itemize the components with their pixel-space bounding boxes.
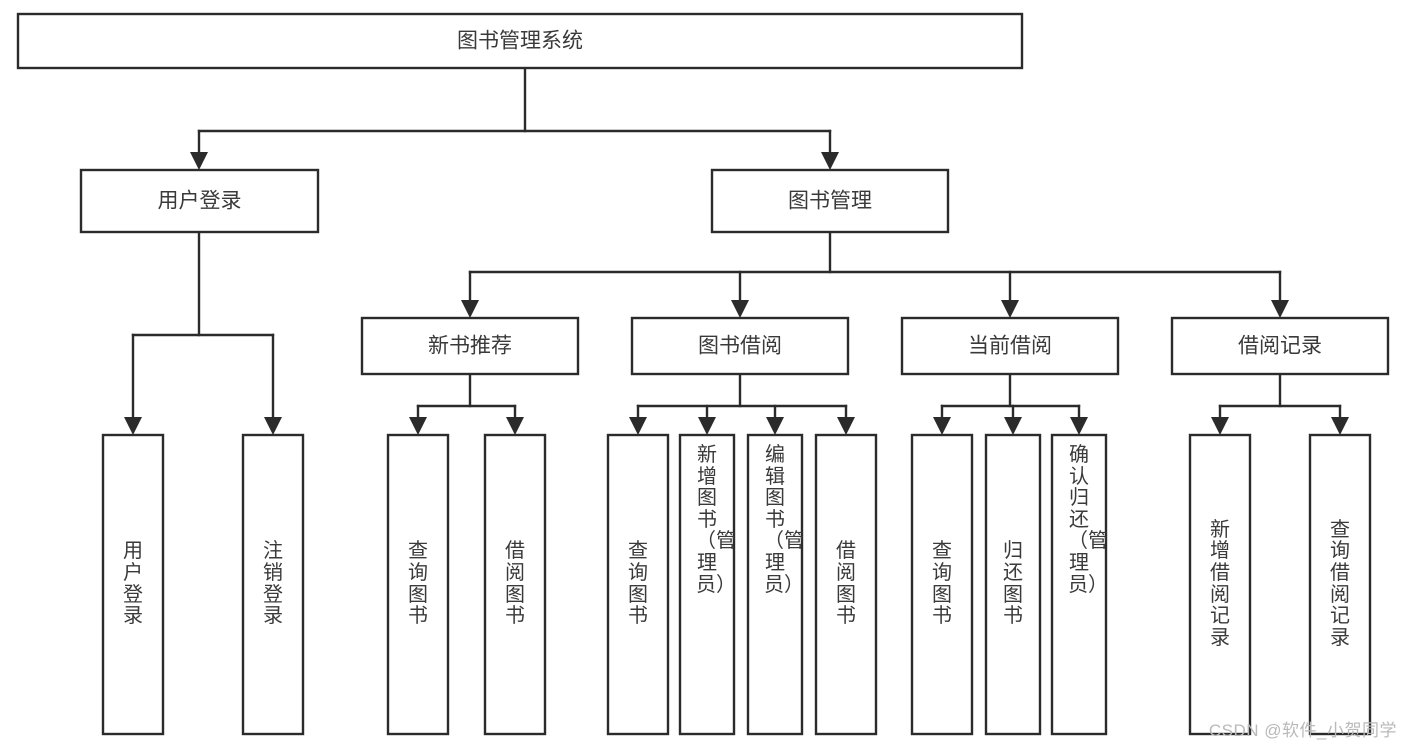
node-current-borrow-box[interactable]	[900, 316, 1120, 376]
node-user-login-box[interactable]	[79, 168, 320, 234]
arrow-head-leaf-edit-book	[766, 417, 784, 435]
leaf-box-return-book[interactable]	[984, 433, 1042, 736]
arrow-head-book-mgmt	[821, 152, 839, 170]
watermark-text: CSDN @软件_小贺同学	[1208, 721, 1397, 740]
arrow-head-leaf-query-record	[1331, 417, 1349, 435]
node-book-borrow-box[interactable]	[630, 316, 850, 376]
node-book-borrow[interactable]: 图书借阅	[630, 316, 850, 376]
leaf-box-query-book-1[interactable]	[386, 433, 450, 736]
arrow-head-leaf-confirm-return	[1070, 417, 1088, 435]
arrow-head-current-borrow	[1001, 300, 1019, 318]
arrow-head-leaf-add-book	[698, 417, 716, 435]
leaf-box-add-book[interactable]	[678, 433, 736, 736]
node-root[interactable]: 图书管理系统	[16, 12, 1024, 70]
arrow-head-leaf-query-book-1	[409, 417, 427, 435]
arrow-head-leaf-logout	[264, 417, 282, 435]
node-new-book-recommend-label: 新书推荐	[428, 335, 512, 358]
arrow-head-leaf-borrow-book-1	[506, 417, 524, 435]
arrow-head-leaf-add-record	[1211, 417, 1229, 435]
leaf-box-query-book-3[interactable]	[910, 433, 974, 736]
node-user-login[interactable]: 用户登录	[79, 168, 320, 234]
arrow-head-leaf-borrow-book-2	[837, 417, 855, 435]
leaf-box-edit-book[interactable]	[746, 433, 804, 736]
node-borrow-record-label: 借阅记录	[1238, 335, 1322, 358]
arrow-head-leaf-query-book-3	[933, 417, 951, 435]
arrow-head-new-book-rec	[461, 300, 479, 318]
connector-layer	[124, 66, 1349, 435]
leaf-box-logout[interactable]	[241, 433, 305, 736]
arrow-head-user-login	[190, 152, 208, 170]
arrow-head-leaf-query-book-2	[629, 417, 647, 435]
leaf-box-borrow-book-2[interactable]	[814, 433, 878, 736]
leaf-box-layer	[101, 433, 1372, 736]
node-current-borrow[interactable]: 当前借阅	[900, 316, 1120, 376]
leaf-box-query-record[interactable]	[1308, 433, 1372, 736]
arrow-head-leaf-user-login	[124, 417, 142, 435]
arrow-head-book-borrow	[731, 300, 749, 318]
leaf-box-confirm-return[interactable]	[1050, 433, 1108, 736]
node-new-book-recommend-box[interactable]	[360, 316, 580, 376]
node-book-borrow-label: 图书借阅	[698, 335, 782, 358]
node-root-box[interactable]	[16, 12, 1024, 70]
arrow-head-borrow-record	[1271, 300, 1289, 318]
node-book-management-label: 图书管理	[788, 190, 872, 213]
node-borrow-record[interactable]: 借阅记录	[1170, 316, 1390, 376]
node-current-borrow-label: 当前借阅	[968, 335, 1052, 358]
leaf-box-add-record[interactable]	[1188, 433, 1252, 736]
arrow-head-leaf-return-book	[1004, 417, 1022, 435]
node-user-login-label: 用户登录	[158, 190, 242, 213]
leaf-box-query-book-2[interactable]	[606, 433, 670, 736]
node-new-book-recommend[interactable]: 新书推荐	[360, 316, 580, 376]
leaf-box-user-login[interactable]	[101, 433, 165, 736]
node-root-label: 图书管理系统	[457, 30, 583, 53]
node-book-management[interactable]: 图书管理	[710, 168, 950, 234]
node-book-management-box[interactable]	[710, 168, 950, 234]
leaf-box-borrow-book-1[interactable]	[483, 433, 547, 736]
node-borrow-record-box[interactable]	[1170, 316, 1390, 376]
